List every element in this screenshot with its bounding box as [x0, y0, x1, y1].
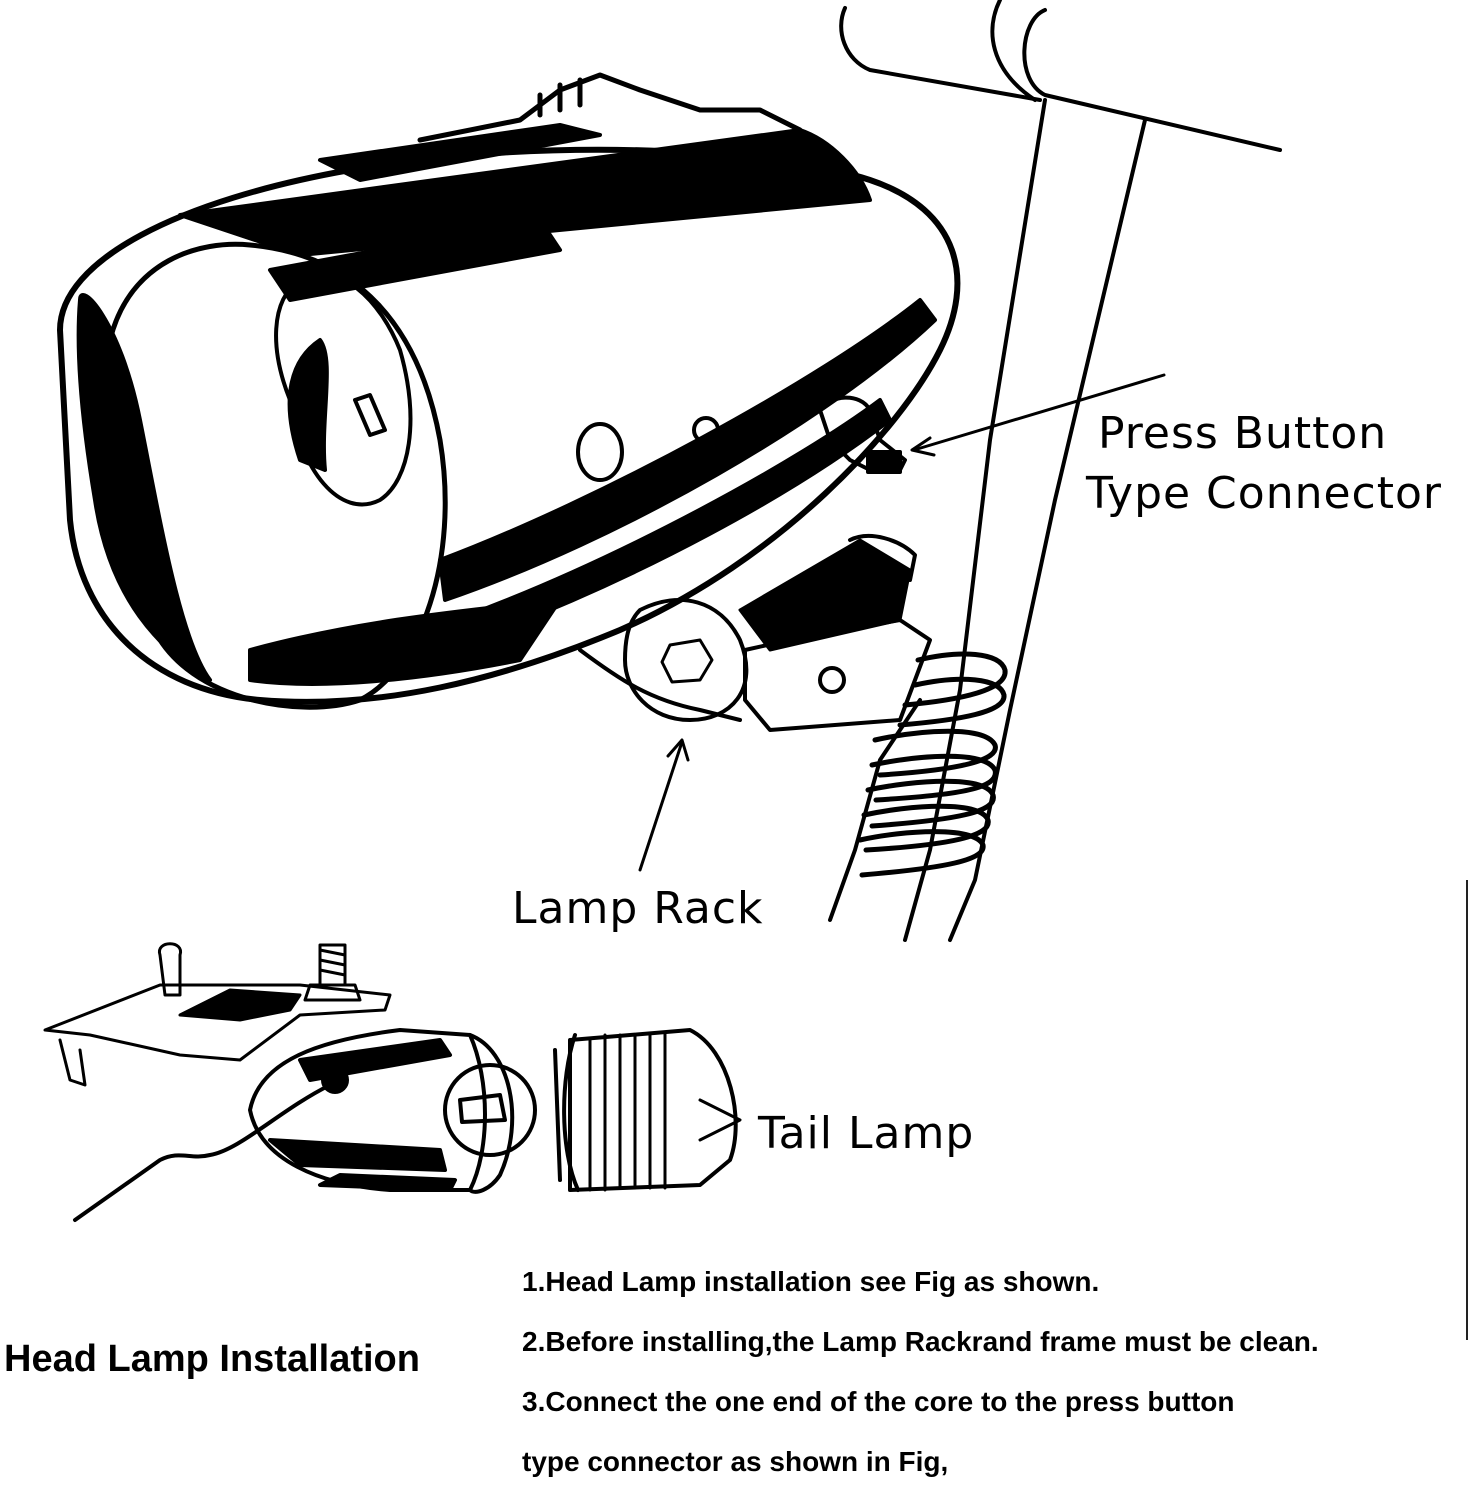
head-lamp [57, 72, 961, 710]
instruction-step-2: 2.Before installing,the Lamp Rackrand fr… [522, 1326, 1319, 1357]
section-title: Head Lamp Installation [4, 1338, 420, 1380]
instruction-step-3: 3.Connect the one end of the core to the… [522, 1386, 1235, 1417]
lamp-rack-label: Lamp Rack [512, 883, 764, 934]
coil-spring [857, 651, 1008, 878]
tail-lamp-label: Tail Lamp [758, 1108, 975, 1159]
instruction-step-1: 1.Head Lamp installation see Fig as show… [522, 1266, 1100, 1297]
callout-arrows [638, 373, 1166, 872]
small-rack-drawing [43, 942, 392, 1087]
small-tail-lamp-drawing [553, 1028, 742, 1192]
instruction-step-3-continued: type connector as shown in Fig, [522, 1446, 949, 1477]
type-connector-label: Type Connector [1086, 468, 1442, 519]
lamp-rack-drawing [578, 534, 932, 732]
edge-line [1466, 880, 1468, 1340]
bike-fork-tube [828, 0, 1282, 942]
press-button-label: Press Button [1098, 408, 1388, 459]
press-button-connector-drawing [818, 395, 907, 474]
small-head-lamp-drawing [73, 1028, 537, 1222]
